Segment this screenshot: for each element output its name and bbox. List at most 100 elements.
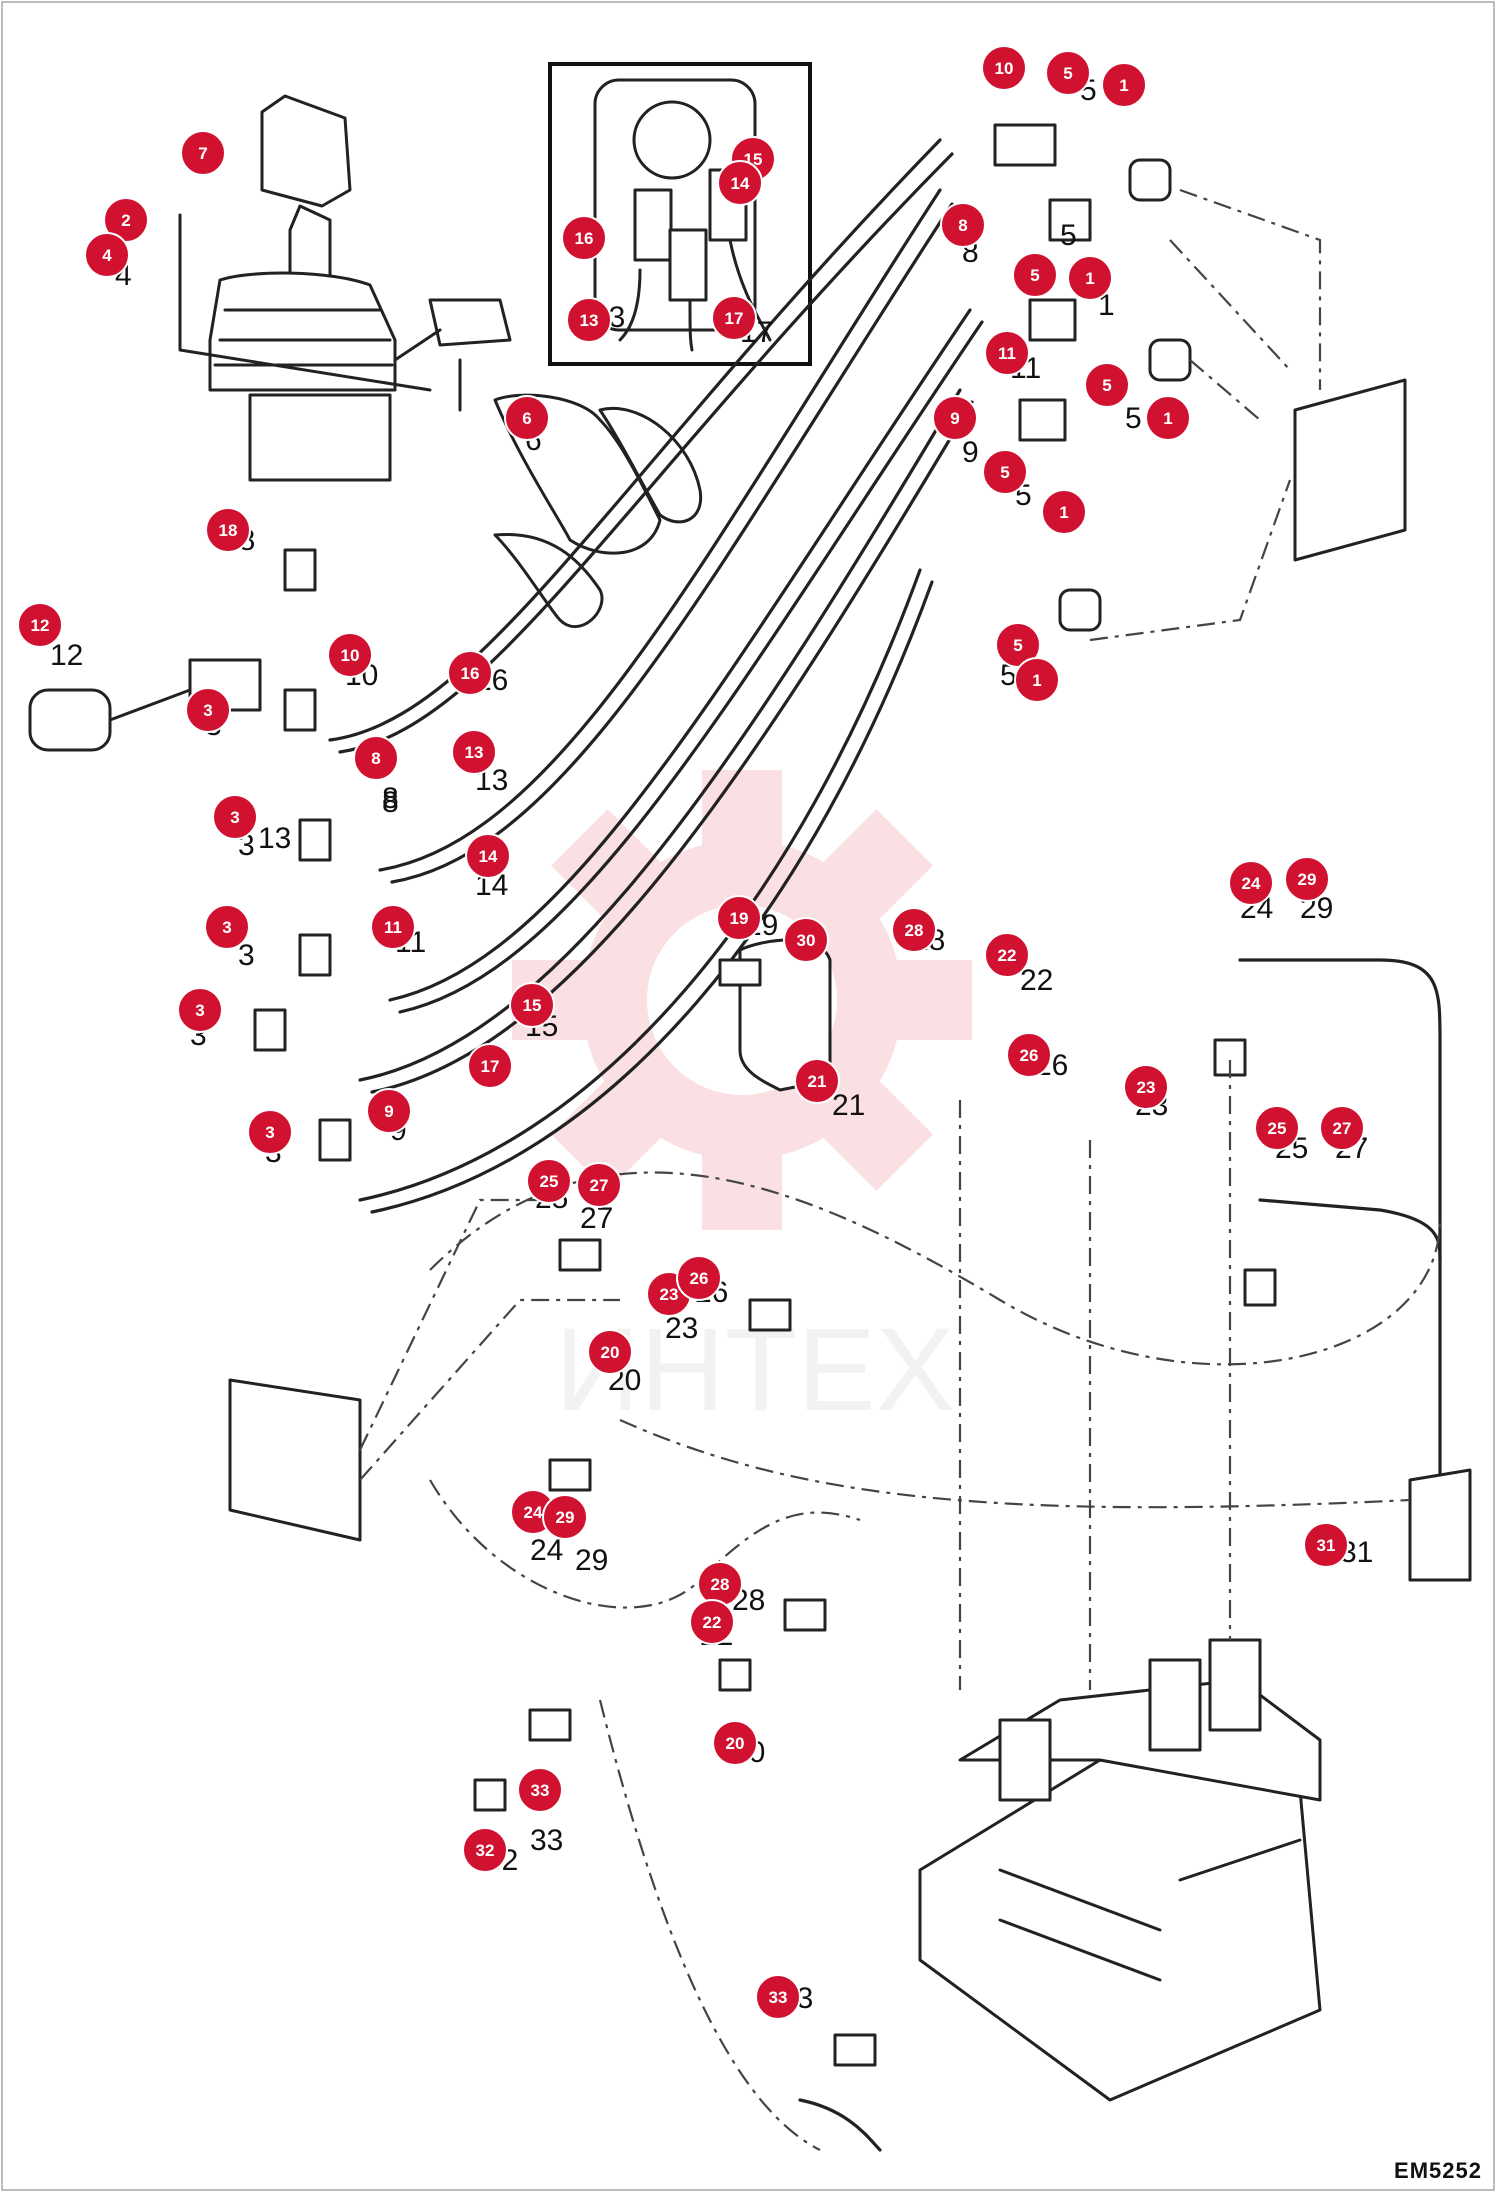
callout-circle: [716, 895, 762, 941]
callout-number: 27: [1333, 1119, 1352, 1138]
callout-circle: [1014, 657, 1060, 703]
callout-circle: [689, 1599, 735, 1645]
callout-circle: [370, 904, 416, 950]
callout-23: 23: [1123, 1064, 1169, 1110]
callout-number: 26: [1020, 1046, 1039, 1065]
callout-number: 3: [222, 918, 231, 937]
callout-circle: [467, 1043, 513, 1089]
callout-5: 5: [1084, 362, 1130, 408]
callout-number: 8: [958, 216, 967, 235]
callout-number: 8: [371, 749, 380, 768]
callout-number: 14: [479, 847, 498, 866]
callout-circle: [587, 1329, 633, 1375]
callout-12: 12: [17, 602, 63, 648]
callout-circle: [932, 395, 978, 441]
part-label: 5: [1060, 219, 1077, 252]
callout-number: 5: [1063, 64, 1072, 83]
callout-circle: [1303, 1522, 1349, 1568]
callout-30: 30: [783, 917, 829, 963]
callout-3: 3: [212, 794, 258, 840]
callout-circle: [212, 794, 258, 840]
callout-number: 1: [1163, 409, 1172, 428]
callout-circle: [984, 330, 1030, 376]
callout-circle: [755, 1974, 801, 2020]
callout-number: 15: [523, 996, 542, 1015]
callout-number: 9: [384, 1102, 393, 1121]
control-valve: [918, 1638, 1322, 2102]
callout-number: 9: [950, 409, 959, 428]
callout-number: 3: [203, 701, 212, 720]
callout-8: 8: [940, 202, 986, 248]
callout-5: 5: [982, 449, 1028, 495]
callout-number: 26: [690, 1269, 709, 1288]
callout-number: 18: [219, 521, 238, 540]
callout-number: 3: [195, 1001, 204, 1020]
part-label: 29: [575, 1544, 608, 1577]
callout-28: 28: [891, 907, 937, 953]
callout-number: 23: [660, 1285, 679, 1304]
callout-circle: [1045, 50, 1091, 96]
callout-circle: [103, 197, 149, 243]
part-label: 22: [1020, 964, 1053, 997]
callout-27: 27: [1319, 1105, 1365, 1151]
callout-circle: [982, 449, 1028, 495]
part-label: 33: [530, 1824, 563, 1857]
callout-18: 18: [205, 507, 251, 553]
part-label: 13: [258, 822, 291, 855]
callout-circle: [204, 904, 250, 950]
callout-number: 7: [198, 144, 207, 163]
callout-circle: [17, 602, 63, 648]
callout-number: 2: [121, 211, 130, 230]
watermark: ИНТЕХ: [512, 770, 972, 1436]
callout-circle: [451, 729, 497, 775]
lower-manifold: [228, 1198, 620, 1542]
callout-circle: [1101, 62, 1147, 108]
callout-13: 13: [451, 729, 497, 775]
callout-circle: [891, 907, 937, 953]
callout-number: 14: [731, 174, 750, 193]
callout-number: 19: [730, 909, 749, 928]
callout-number: 12: [31, 616, 50, 635]
callout-13: 13: [566, 297, 612, 343]
callout-circle: [576, 1162, 622, 1208]
callout-33: 33: [517, 1767, 563, 1813]
callout-25: 25: [526, 1158, 572, 1204]
callout-circle: [712, 1720, 758, 1766]
callout-number: 1: [1119, 76, 1128, 95]
callout-20: 20: [712, 1720, 758, 1766]
callout-number: 17: [725, 309, 744, 328]
callout-number: 24: [1242, 874, 1261, 893]
callout-circle: [247, 1109, 293, 1155]
bottom-fittings: [473, 1238, 882, 2152]
callout-27: 27: [576, 1162, 622, 1208]
callout-number: 5: [1102, 376, 1111, 395]
callout-number: 23: [1137, 1078, 1156, 1097]
callout-number: 13: [580, 311, 599, 330]
callout-number: 11: [384, 918, 402, 937]
callout-circle: [327, 632, 373, 678]
callout-22: 22: [984, 932, 1030, 978]
callout-5: 5: [995, 622, 1041, 668]
callout-number: 16: [461, 664, 480, 683]
callout-number: 22: [703, 1613, 722, 1632]
callout-circle: [1067, 255, 1113, 301]
part-label: 3: [238, 939, 255, 972]
callout-number: 30: [797, 931, 816, 950]
callout-number: 32: [476, 1841, 495, 1860]
callout-number: 29: [556, 1508, 575, 1527]
callout-circle: [84, 232, 130, 278]
callout-10: 10: [327, 632, 373, 678]
callout-number: 29: [1298, 870, 1317, 889]
callout-1: 1: [1101, 62, 1147, 108]
callout-circle: [794, 1058, 840, 1104]
callout-circle: [984, 932, 1030, 978]
callout-number: 27: [590, 1176, 609, 1195]
callout-number: 1: [1032, 671, 1041, 690]
callout-24: 24: [1228, 860, 1274, 906]
callout-9: 9: [366, 1088, 412, 1134]
callout-circle: [1319, 1105, 1365, 1151]
callout-15: 15: [509, 982, 555, 1028]
callout-26: 26: [676, 1255, 722, 1301]
callout-6: 6: [504, 395, 550, 441]
